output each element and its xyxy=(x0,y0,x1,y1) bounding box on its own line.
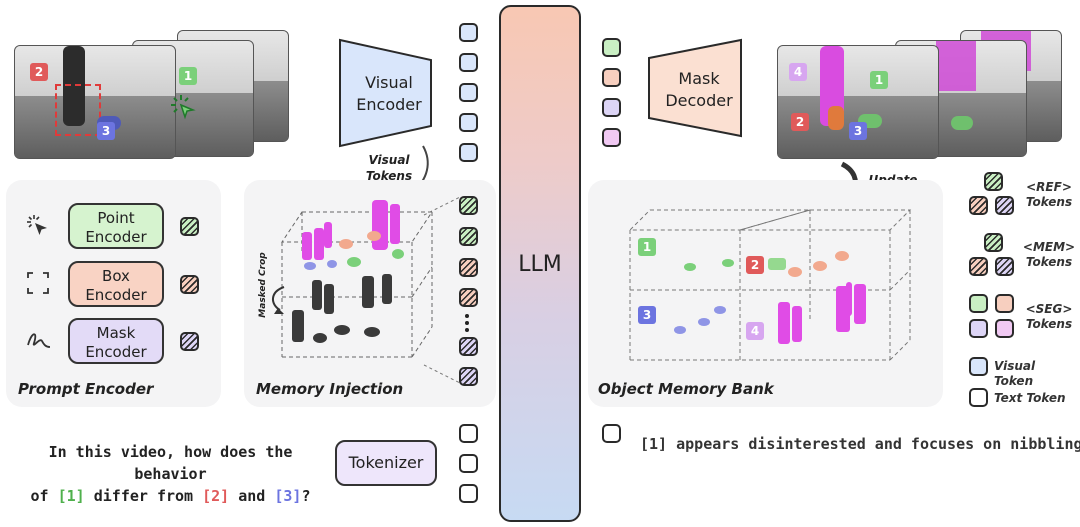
object-badge: 1 xyxy=(638,238,656,256)
visual-token xyxy=(459,23,478,42)
mask-encoder-box: Mask Encoder xyxy=(68,318,164,364)
ref-1: [1] xyxy=(57,487,85,505)
seg-token xyxy=(969,319,988,338)
ref-token xyxy=(969,196,988,215)
mem-token xyxy=(969,257,988,276)
object-badge: 3 xyxy=(97,122,115,140)
ref-token xyxy=(984,172,1003,191)
seg-token xyxy=(602,38,621,57)
box-prompt xyxy=(55,84,101,136)
text-token xyxy=(459,484,478,503)
masked-crop-label: Masked Crop xyxy=(258,252,268,318)
ref-2: [2] xyxy=(202,487,230,505)
mem-token xyxy=(459,196,478,215)
object-memory-bank-title: Object Memory Bank xyxy=(598,380,774,398)
box-encoder-box: Box Encoder xyxy=(68,261,164,307)
cursor-click-icon xyxy=(27,215,47,235)
visual-token-label: Visual Token xyxy=(994,359,1036,388)
scribble-icon xyxy=(27,333,51,348)
visual-token xyxy=(459,53,478,72)
seg-token xyxy=(995,294,1014,313)
mask-overlay xyxy=(828,106,844,130)
ref-token xyxy=(180,217,199,236)
memory-injection-title: Memory Injection xyxy=(256,380,404,398)
object-badge: 3 xyxy=(638,306,656,324)
input-video-frames: 2 1 3 xyxy=(12,25,292,160)
memory-cube-diagram xyxy=(272,200,433,358)
object-badge: 1 xyxy=(179,67,197,85)
memory-bank-grid xyxy=(628,209,912,361)
mem-token xyxy=(459,367,478,386)
visual-tokens-label: Visual Tokens xyxy=(365,153,413,183)
ref-token xyxy=(995,196,1014,215)
seg-token xyxy=(602,98,621,117)
visual-encoder-shape xyxy=(339,38,432,148)
box-encoder-label: Box Encoder xyxy=(85,267,147,304)
prompt-encoder-title: Prompt Encoder xyxy=(18,380,154,398)
text-token xyxy=(459,424,478,443)
tokenizer-label: Tokenizer xyxy=(348,453,424,472)
point-encoder-box: Point Encoder xyxy=(68,203,164,249)
text-token xyxy=(969,388,988,407)
ref-3: [3] xyxy=(274,487,302,505)
ref-tokens-text: <REF> Tokens xyxy=(1025,180,1073,209)
object-badge: 1 xyxy=(870,71,888,89)
visual-encoder-label: Visual Encoder xyxy=(356,73,422,114)
seg-tokens-text: <SEG> Tokens xyxy=(1025,302,1073,331)
connector-lines xyxy=(423,196,461,384)
answer-fade-overlay xyxy=(600,448,1080,527)
mem-tokens-label: <MEM> Tokens xyxy=(1022,240,1076,270)
text-token xyxy=(602,424,621,443)
ellipsis-dots xyxy=(463,312,471,336)
mem-tokens-text: <MEM> Tokens xyxy=(1022,240,1076,269)
person-figure xyxy=(63,46,85,126)
mem-token xyxy=(459,288,478,307)
output-segmented-frames: 4 1 2 3 xyxy=(775,25,1065,160)
object-badge: 4 xyxy=(746,322,764,340)
mask-encoder-label: Mask Encoder xyxy=(85,324,147,361)
mask-decoder-shape xyxy=(648,38,742,138)
object-badge: 2 xyxy=(791,113,809,131)
mem-token xyxy=(459,337,478,356)
visual-token xyxy=(459,143,478,162)
object-badge: 3 xyxy=(849,122,867,140)
ref-token xyxy=(180,332,199,351)
object-memory-bank-panel xyxy=(588,180,943,407)
text-token xyxy=(459,454,478,473)
box-corners-icon xyxy=(27,272,49,294)
ref-tokens-label: <REF> Tokens xyxy=(1022,180,1076,210)
seg-token xyxy=(602,128,621,147)
seg-tokens-label: <SEG> Tokens xyxy=(1022,302,1076,332)
object-badge: 2 xyxy=(746,256,764,274)
mem-token xyxy=(984,233,1003,252)
question-line-1: In this video, how does the behavior xyxy=(48,443,293,483)
seg-token xyxy=(602,68,621,87)
point-click-icon xyxy=(171,95,196,120)
text-token-label: Text Token xyxy=(994,391,1066,405)
mask-decoder-label: Mask Decoder xyxy=(665,69,733,110)
visual-token xyxy=(459,113,478,132)
llm-label: LLM xyxy=(518,252,562,277)
tokenizer-box: Tokenizer xyxy=(335,440,437,486)
mem-token xyxy=(995,257,1014,276)
seg-token xyxy=(995,319,1014,338)
mem-token xyxy=(459,258,478,277)
question-text: In this video, how does the behavior of … xyxy=(18,441,323,507)
ref-token xyxy=(180,275,199,294)
seg-token xyxy=(969,294,988,313)
point-encoder-label: Point Encoder xyxy=(85,209,147,246)
object-badge: 2 xyxy=(30,63,48,81)
mem-token xyxy=(459,227,478,246)
object-badge: 4 xyxy=(789,63,807,81)
visual-token xyxy=(459,83,478,102)
visual-token xyxy=(969,357,988,376)
video-frame xyxy=(14,45,176,159)
question-line-2: of [1] differ from [2] and [3]? xyxy=(30,487,311,505)
llm-block xyxy=(499,5,581,522)
